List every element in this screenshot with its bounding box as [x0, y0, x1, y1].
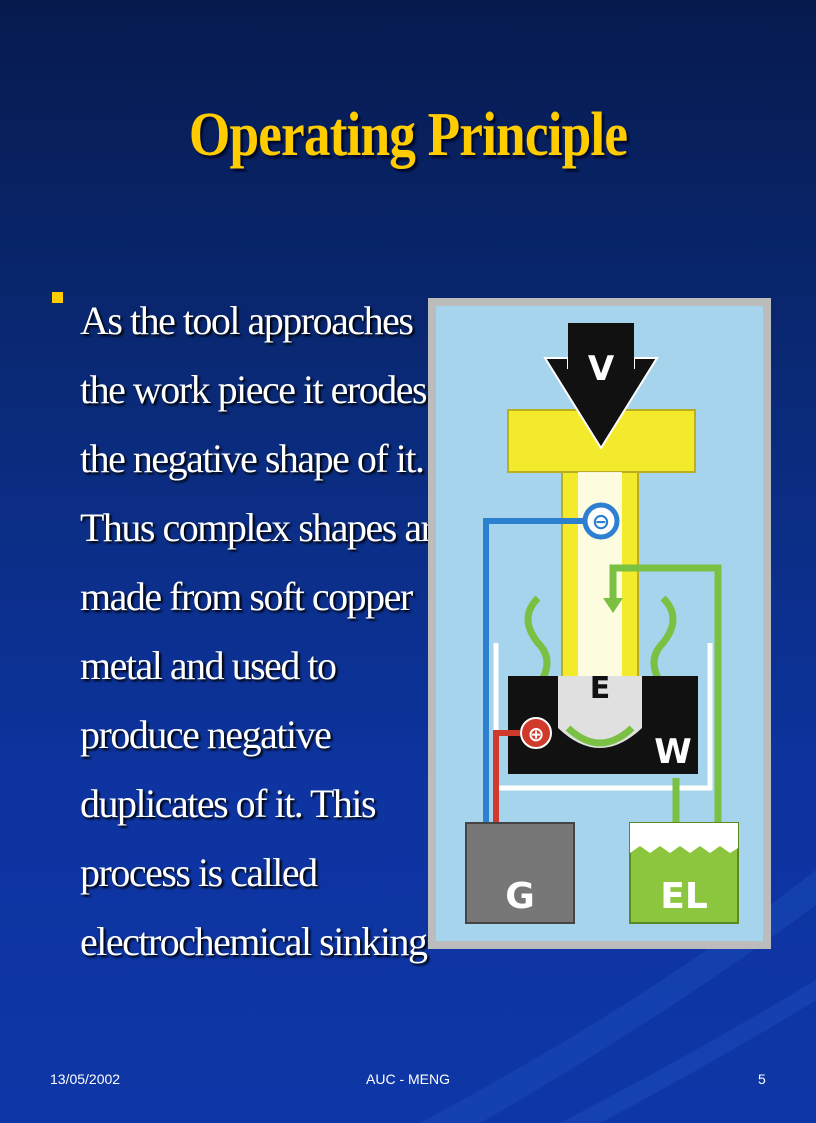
ecm-diagram-svg: V ⊖ E W ⊕ G — [436, 306, 763, 941]
bullet-line: process is called — [80, 850, 318, 895]
negative-wire — [483, 518, 586, 823]
footer-center: AUC - MENG — [366, 1071, 450, 1087]
bullet-marker — [52, 292, 63, 303]
electrolyte-surface — [630, 823, 738, 853]
bullet-line: the work piece it erodes — [80, 367, 428, 412]
positive-symbol: ⊕ — [528, 722, 545, 746]
eroded-cavity — [558, 676, 642, 748]
page-number: 5 — [758, 1071, 766, 1087]
bullet-line: electrochemical sinking — [80, 919, 428, 964]
label-w: W — [654, 732, 692, 772]
flow-cavity — [565, 725, 635, 747]
positive-wire — [493, 730, 520, 823]
label-g: G — [505, 876, 535, 917]
bullet-line: the negative shape of it. — [80, 436, 425, 481]
tank-wall — [493, 643, 713, 791]
ecm-diagram: V ⊖ E W ⊕ G — [428, 298, 771, 949]
bullet-line: As the tool approaches — [80, 298, 414, 343]
bullet-line: metal and used to — [80, 643, 337, 688]
footer-date: 13/05/2002 — [50, 1071, 121, 1087]
bullet-text: As the tool approaches the work piece it… — [80, 286, 450, 976]
electrolyte-return-pipe — [609, 564, 722, 828]
label-v: V — [588, 349, 615, 389]
flow-right — [650, 595, 677, 680]
negative-terminal — [582, 502, 620, 540]
label-el: EL — [660, 876, 708, 917]
bullet-line: produce negative — [80, 712, 332, 757]
flow-left — [524, 595, 551, 680]
generator-box — [465, 822, 575, 924]
feed-arrow-shaft — [568, 323, 634, 373]
bullet-line: duplicates of it. This — [80, 781, 377, 826]
negative-symbol: ⊖ — [592, 510, 610, 535]
bullet-line: Thus complex shapes are — [80, 505, 450, 550]
positive-terminal — [520, 717, 552, 749]
bullet-line: made from soft copper — [80, 574, 413, 619]
slide-title: Operating Principle — [188, 101, 628, 169]
electrolyte-arrow — [603, 598, 623, 613]
label-e: E — [590, 671, 611, 706]
